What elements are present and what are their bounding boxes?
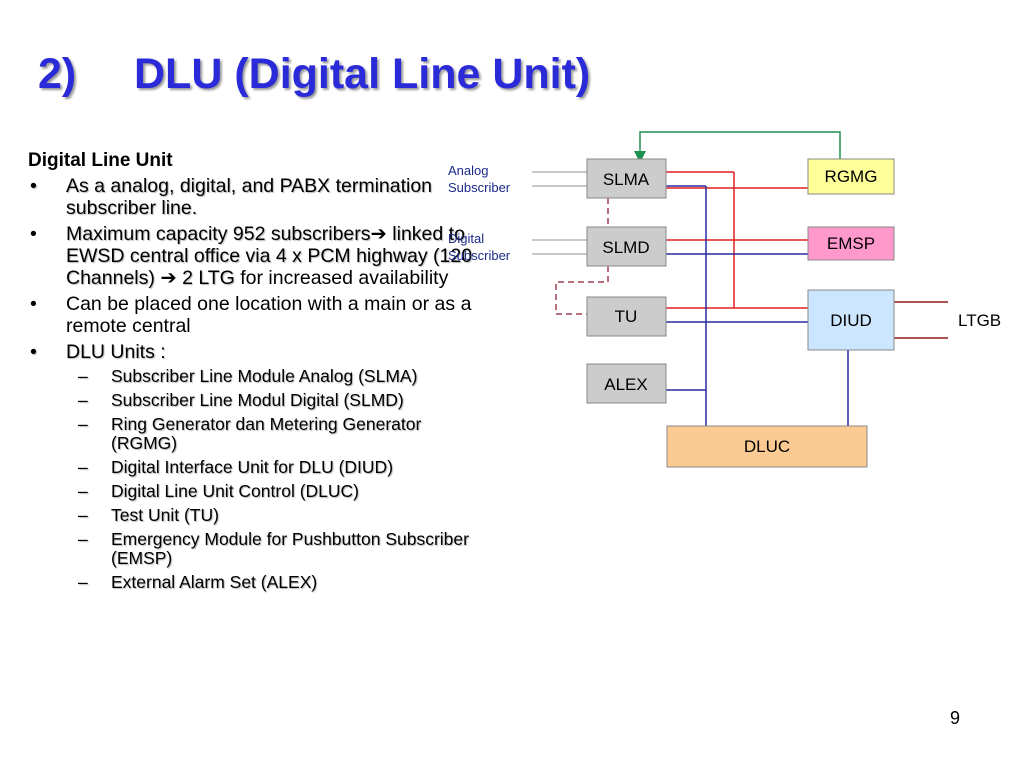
bullet-mark: • (30, 223, 37, 245)
bullet-text-part: 2 LTG (182, 267, 235, 289)
dash-mark: – (78, 572, 88, 592)
arrow-right-icon: ➔ (370, 223, 387, 245)
bullet-text: Can be placed one location with a main o… (66, 293, 472, 337)
analog-label-line-1: Analog (448, 163, 488, 178)
dluc-label: DLUC (744, 437, 790, 456)
slmd-block (586, 226, 667, 267)
analog-label-line-2: Subscriber (448, 180, 511, 195)
unit-item: – Ring Generator dan Metering Generator (… (28, 415, 473, 453)
bullet-mark: • (30, 341, 37, 363)
digital-label-line-2: Subscriber (448, 248, 511, 263)
slmd-label: SLMD (602, 238, 649, 257)
dash-mark: – (78, 457, 88, 477)
ltgb-label: LTGB (958, 311, 1001, 330)
tu-label: TU (615, 307, 638, 326)
bullet-text: DLU Units : (66, 341, 166, 363)
dashed-link-slmd-tu (555, 266, 609, 315)
slma-label: SLMA (603, 170, 650, 189)
alex-block (586, 363, 667, 404)
diud-block (807, 289, 895, 351)
dash-mark: – (78, 529, 88, 549)
unit-item: – Digital Line Unit Control (DLUC) (28, 482, 473, 501)
dash-mark: – (78, 414, 88, 434)
bullet-text-part: linked to EWSD central office via 4 x PC… (66, 223, 473, 289)
bullet-mark: • (30, 175, 37, 197)
dash-mark: – (78, 366, 88, 386)
rgmg-block (807, 158, 895, 195)
unit-item: – External Alarm Set (ALEX) (28, 573, 473, 592)
dash-mark: – (78, 505, 88, 525)
rgmg-link-line (634, 131, 841, 163)
dluc-block (666, 425, 868, 468)
title-text: DLU (Digital Line Unit) (134, 50, 591, 98)
unit-item: – Subscriber Line Modul Digital (SLMD) (28, 391, 473, 410)
unit-item: – Emergency Module for Pushbutton Subscri… (28, 530, 473, 568)
dlu-block-diagram: SLMA SLMD TU ALEX RGMG EMSP DIUD DLUC An… (448, 131, 1001, 468)
bullet-item: • Maximum capacity 952 subscribers➔ link… (28, 223, 473, 289)
content-left: Digital Line Unit • As a analog, digital… (28, 150, 473, 597)
dash-mark: – (78, 481, 88, 501)
emsp-label: EMSP (827, 234, 875, 253)
unit-item: – Subscriber Line Module Analog (SLMA) (28, 367, 473, 386)
dash-mark: – (78, 390, 88, 410)
bullet-text: As a analog, digital, and PABX terminati… (66, 175, 433, 219)
alex-label: ALEX (604, 375, 647, 394)
page-title: 2) DLU (Digital Line Unit) (38, 50, 590, 99)
slma-block (586, 158, 667, 199)
bullet-item: • As a analog, digital, and PABX termina… (28, 175, 473, 219)
rgmg-label: RGMG (825, 167, 878, 186)
bullet-item: • Can be placed one location with a main… (28, 293, 473, 337)
unit-text: Test Unit (TU) (111, 505, 219, 525)
emsp-block (807, 226, 895, 261)
arrow-right-icon: ➔ (160, 267, 177, 289)
bullet-item: • DLU Units : (28, 341, 473, 363)
unit-item: – Test Unit (TU) (28, 506, 473, 525)
unit-item: – Digital Interface Unit for DLU (DIUD) (28, 458, 473, 477)
diud-label: DIUD (830, 311, 872, 330)
unit-text: Digital Line Unit Control (DLUC) (111, 481, 359, 501)
tu-block (586, 296, 667, 337)
unit-text: Subscriber Line Modul Digital (SLMD) (111, 390, 404, 410)
bullet-text-part: for increased availability (240, 267, 449, 289)
unit-text: Digital Interface Unit for DLU (DIUD) (111, 457, 394, 477)
unit-text: External Alarm Set (ALEX) (111, 572, 318, 592)
bullet-mark: • (30, 293, 37, 315)
digital-label-line-1: Digital (448, 231, 484, 246)
unit-text: Emergency Module for Pushbutton Subscrib… (111, 529, 469, 568)
page-number: 9 (950, 708, 961, 728)
bullet-text-part: Maximum capacity 952 subscribers (66, 223, 371, 245)
title-number: 2) (38, 50, 77, 98)
section-heading: Digital Line Unit (28, 150, 173, 171)
unit-text: Subscriber Line Module Analog (SLMA) (111, 366, 418, 386)
unit-text: Ring Generator dan Metering Generator (R… (111, 414, 422, 453)
